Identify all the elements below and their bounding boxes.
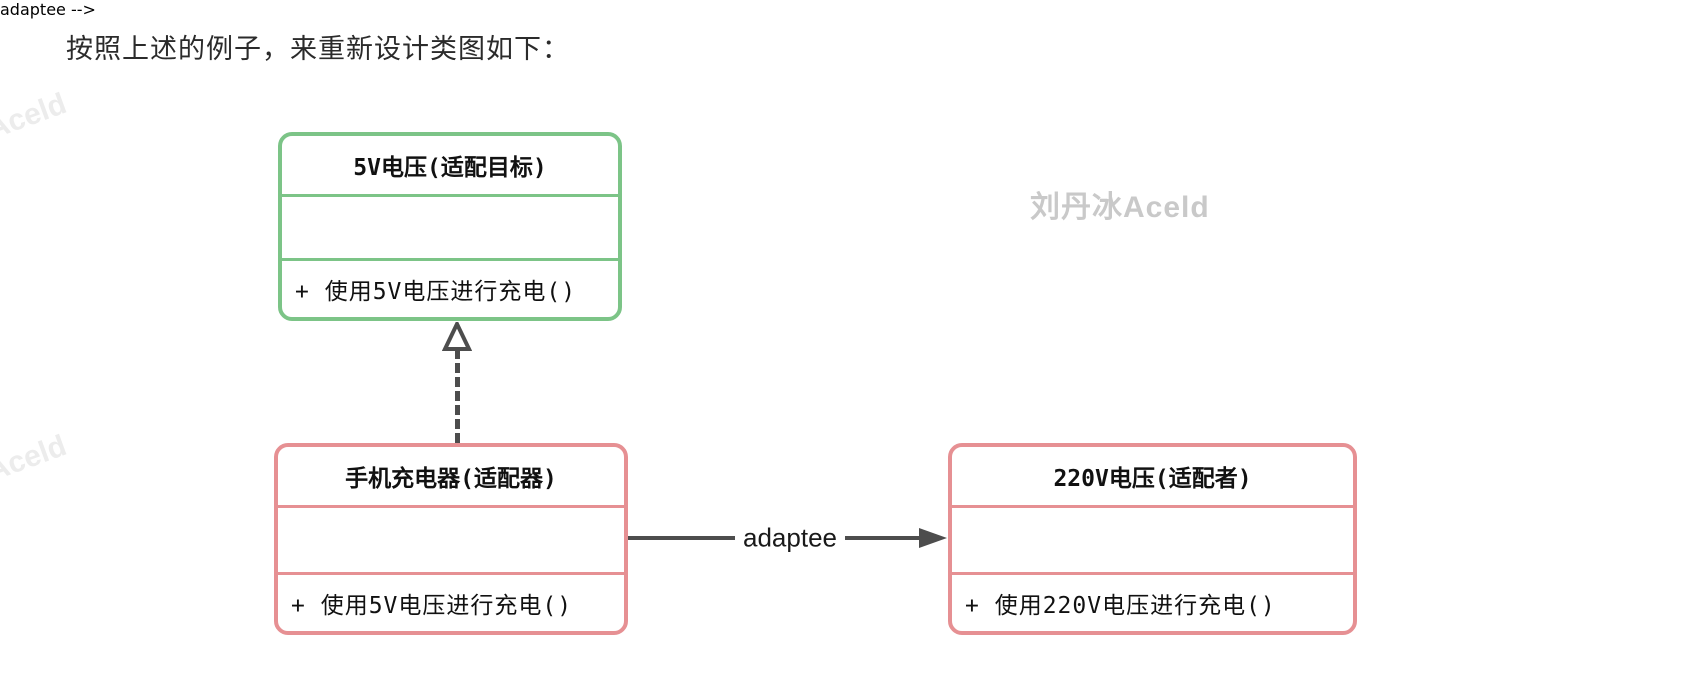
watermark-aceld-mid-left: Aceld — [0, 429, 71, 489]
class-adaptee-attributes — [952, 505, 1353, 575]
watermark-aceld-top-left: Aceld — [0, 87, 71, 147]
class-adaptee-title: 220V电压(适配者) — [1053, 466, 1252, 492]
class-target-method: + 使用5V电压进行充电() — [295, 279, 577, 305]
page-title: 按照上述的例子，来重新设计类图如下： — [66, 34, 570, 64]
class-adapter-title: 手机充电器(适配器) — [345, 466, 557, 492]
class-adapter-attributes — [278, 505, 624, 575]
realization-connector-line — [455, 349, 460, 443]
association-label: adaptee — [735, 522, 845, 554]
filled-arrowhead-icon — [919, 528, 947, 548]
hollow-triangle-arrowhead-icon — [442, 322, 472, 351]
class-target-title: 5V电压(适配目标) — [353, 155, 547, 181]
class-box-target: 5V电压(适配目标) + 使用5V电压进行充电() — [278, 132, 622, 321]
class-adaptee-method: + 使用220V电压进行充电() — [965, 593, 1276, 619]
watermark-author: 刘丹冰Aceld — [1030, 191, 1210, 224]
class-target-attributes — [282, 194, 618, 261]
class-box-adaptee: 220V电压(适配者) + 使用220V电压进行充电() — [948, 443, 1357, 635]
class-box-adapter: 手机充电器(适配器) + 使用5V电压进行充电() — [274, 443, 628, 635]
class-adapter-method: + 使用5V电压进行充电() — [291, 593, 573, 619]
